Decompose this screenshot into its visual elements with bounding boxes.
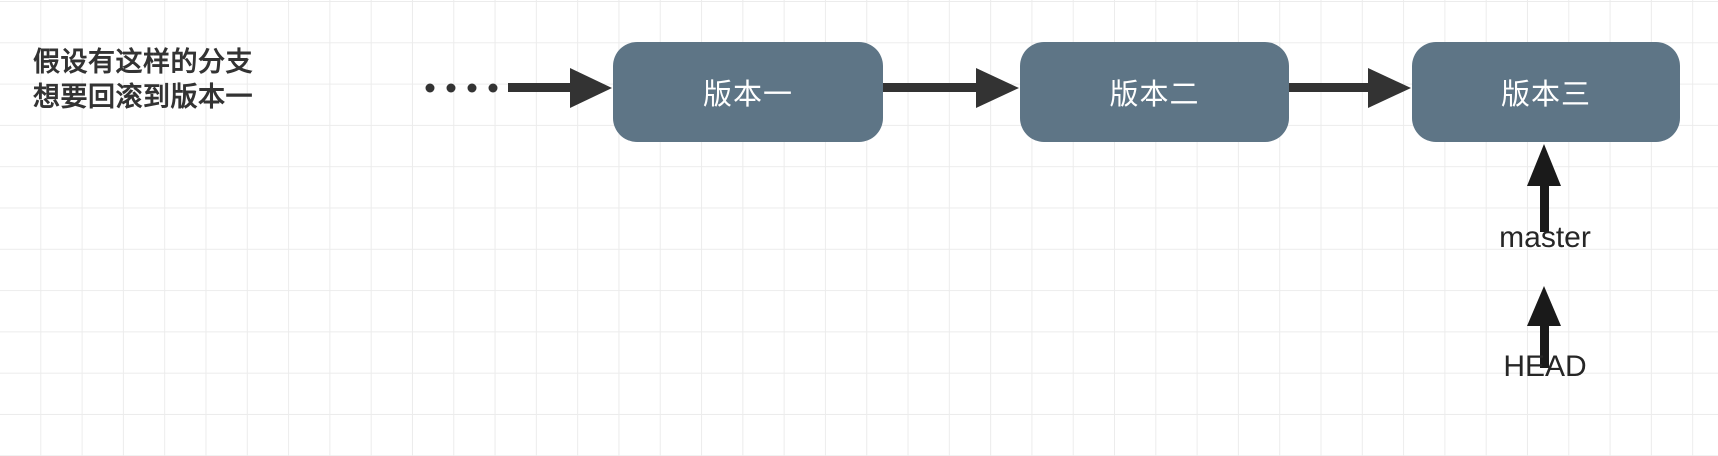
arrow-master-to-version-3	[1527, 144, 1561, 232]
arrow-version-1-to-version-2	[883, 68, 1019, 108]
commit-node-version-1[interactable]: 版本一	[613, 42, 883, 142]
ref-label-master: master	[1499, 221, 1591, 254]
commit-node-version-2[interactable]: 版本二	[1020, 42, 1289, 142]
commit-node-label: 版本二	[1109, 79, 1200, 111]
caption-text: 假设有这样的分支 想要回滚到版本一	[33, 45, 253, 115]
caption-line-2: 想要回滚到版本一	[33, 82, 253, 112]
arrow-history-to-version-1	[508, 68, 612, 108]
commit-node-label: 版本三	[1500, 79, 1591, 111]
ref-label-head: HEAD	[1503, 350, 1587, 383]
commit-node-version-3[interactable]: 版本三	[1412, 42, 1680, 142]
caption-line-1: 假设有这样的分支	[33, 47, 253, 77]
arrow-head-to-master	[1527, 286, 1561, 368]
commit-node-label: 版本一	[702, 79, 793, 111]
history-dots-icon	[425, 83, 498, 93]
arrow-version-2-to-version-3	[1289, 68, 1411, 108]
